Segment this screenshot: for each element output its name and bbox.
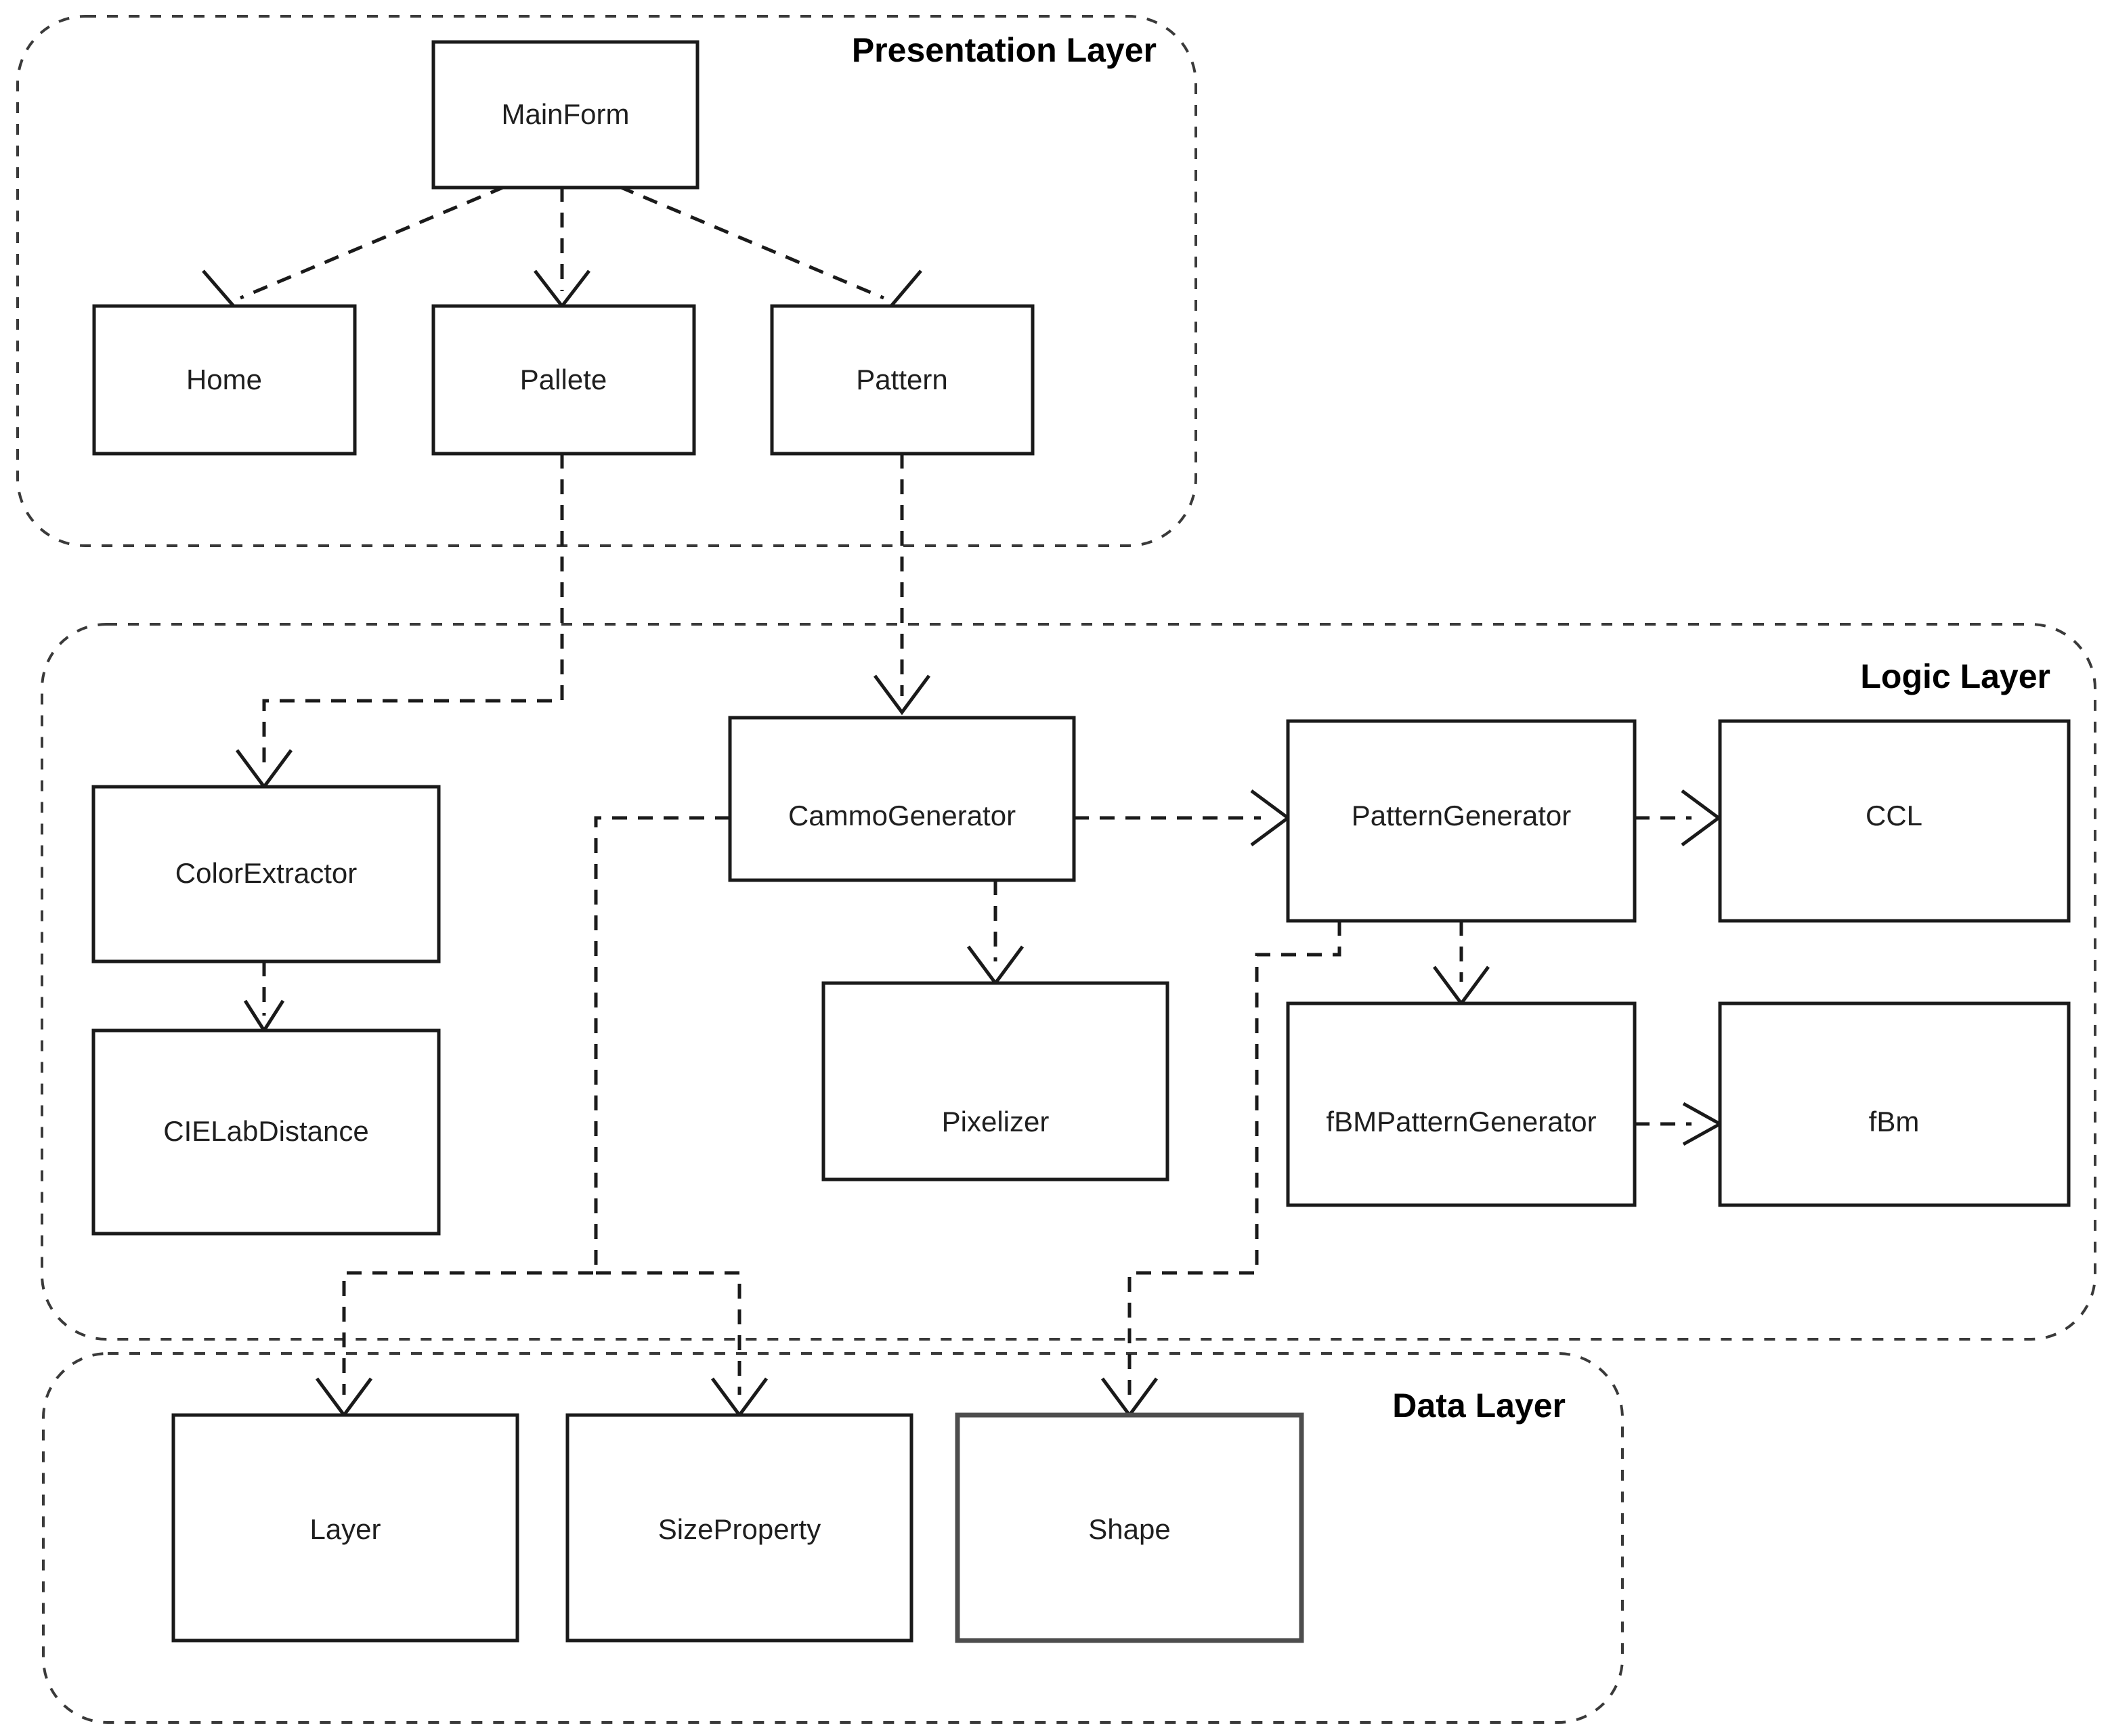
node-cammogenerator-box[interactable] — [728, 716, 1076, 882]
data-layer-title: Data Layer — [1392, 1387, 1566, 1425]
node-shape[interactable]: Shape — [955, 1412, 1304, 1643]
edge-mainform-pattern — [619, 185, 884, 300]
node-layer-box[interactable] — [171, 1413, 519, 1643]
node-ccl-label: CCL — [1866, 800, 1922, 831]
arrowhead-cammogenerator-pixelizer — [966, 945, 1025, 986]
node-sizeproperty[interactable]: SizeProperty — [565, 1413, 913, 1643]
arrowhead-pattern-cammogenerator — [873, 674, 931, 716]
node-pallete-label: Pallete — [520, 364, 607, 395]
node-home-box[interactable] — [92, 304, 357, 456]
edge-patterngenerator-shape — [1127, 921, 1341, 1395]
edge-pallete-colorextractor — [262, 454, 564, 772]
edge-cammogenerator-sizeproperty — [596, 1271, 741, 1395]
node-pattern-box[interactable] — [770, 304, 1035, 456]
node-home-label: Home — [186, 364, 262, 395]
node-layer[interactable]: Layer — [171, 1413, 519, 1643]
node-patterngenerator[interactable]: PatternGenerator — [1286, 719, 1637, 923]
node-home[interactable]: Home — [92, 304, 357, 456]
logic-layer-container — [41, 623, 2096, 1341]
node-colorextractor-label: ColorExtractor — [175, 857, 357, 889]
arrowhead-cammogenerator-sizeproperty — [710, 1377, 769, 1418]
node-mainform[interactable]: MainForm — [431, 40, 699, 190]
node-colorextractor-box[interactable] — [91, 785, 441, 963]
node-fbmpatterngenerator-label: fBMPatternGenerator — [1326, 1106, 1596, 1137]
node-fbm[interactable]: fBm — [1718, 1001, 2071, 1207]
node-patterngenerator-label: PatternGenerator — [1352, 800, 1572, 831]
node-shape-box[interactable] — [955, 1412, 1304, 1643]
logic-layer-title: Logic Layer — [1860, 657, 2050, 695]
node-cielabdistance-label: CIELabDistance — [163, 1115, 369, 1147]
presentation-layer-title: Presentation Layer — [852, 31, 1157, 69]
node-pattern-label: Pattern — [856, 364, 947, 395]
node-sizeproperty-label: SizeProperty — [658, 1513, 821, 1545]
node-cielabdistance-box[interactable] — [91, 1028, 441, 1236]
node-pallete-box[interactable] — [431, 304, 696, 456]
node-sizeproperty-box[interactable] — [565, 1413, 913, 1643]
node-fbm-label: fBm — [1869, 1106, 1920, 1137]
node-colorextractor[interactable]: ColorExtractor — [91, 785, 441, 963]
node-shape-label: Shape — [1088, 1513, 1170, 1545]
node-fbmpatterngenerator[interactable]: fBMPatternGenerator — [1286, 1001, 1637, 1207]
presentation-layer-container — [16, 15, 1197, 547]
node-cammogenerator-label: CammoGenerator — [788, 800, 1016, 831]
node-mainform-box[interactable] — [431, 40, 699, 190]
node-pattern[interactable]: Pattern — [770, 304, 1035, 456]
node-mainform-label: MainForm — [501, 98, 629, 130]
node-ccl-box[interactable] — [1718, 719, 2071, 923]
node-pixelizer-box[interactable] — [821, 981, 1169, 1181]
data-layer-container — [42, 1352, 1624, 1724]
node-patterngenerator-box[interactable] — [1286, 719, 1637, 923]
node-cielabdistance[interactable]: CIELabDistance — [91, 1028, 441, 1236]
node-ccl[interactable]: CCL — [1718, 719, 2071, 923]
edge-cammogenerator-layer — [342, 816, 730, 1395]
node-cammogenerator[interactable]: CammoGenerator — [728, 716, 1076, 882]
node-layer-label: Layer — [309, 1513, 381, 1545]
node-fbmpatterngenerator-box[interactable] — [1286, 1001, 1637, 1207]
edge-mainform-home — [240, 185, 505, 300]
node-pixelizer[interactable]: Pixelizer — [821, 981, 1169, 1181]
node-pallete[interactable]: Pallete — [431, 304, 696, 456]
node-fbm-box[interactable] — [1718, 1001, 2071, 1207]
node-pixelizer-label: Pixelizer — [942, 1106, 1050, 1137]
